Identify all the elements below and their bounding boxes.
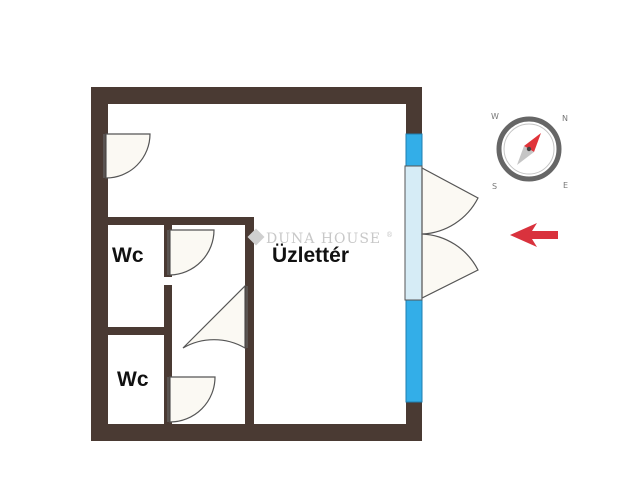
floor-area — [108, 104, 406, 424]
door-corridor — [182, 284, 246, 350]
room-label-main: Üzlettér — [272, 244, 349, 267]
door-entrance-lower — [421, 233, 479, 299]
room-label-wc-lower: Wc — [117, 368, 149, 391]
compass-letter-s: S — [492, 182, 497, 191]
wall-inner-vertical-right — [245, 217, 254, 424]
window-upper — [405, 133, 423, 167]
compass-letter-e: E — [563, 181, 568, 190]
windows — [404, 133, 423, 403]
watermark: DUNA HOUSE ® — [247, 228, 394, 247]
window-lower — [405, 299, 423, 403]
door-wc-upper — [169, 229, 215, 276]
watermark-text: DUNA HOUSE — [266, 231, 381, 247]
door-wc-lower — [169, 376, 216, 423]
entrance-frame — [404, 165, 423, 301]
doors — [103, 133, 479, 423]
wall-bottom — [91, 424, 422, 441]
compass-letter-n: N — [562, 114, 568, 123]
wall-top — [91, 87, 422, 104]
arrow-left-icon — [510, 223, 558, 247]
wall-inner-horizontal — [108, 217, 254, 225]
watermark-mark: ® — [386, 231, 394, 239]
compass-icon: W N S E — [491, 112, 568, 191]
wall-right-upper — [406, 87, 422, 134]
door-main-left — [105, 133, 151, 179]
door-entrance-upper — [421, 166, 479, 235]
wall-right-lower — [406, 402, 422, 441]
wall-wc-divider — [108, 327, 168, 335]
compass-letter-w: W — [491, 112, 499, 121]
wall-wc-lower-partition — [164, 285, 172, 424]
watermark-logo-icon — [247, 228, 265, 246]
room-label-wc-upper: Wc — [112, 244, 144, 267]
